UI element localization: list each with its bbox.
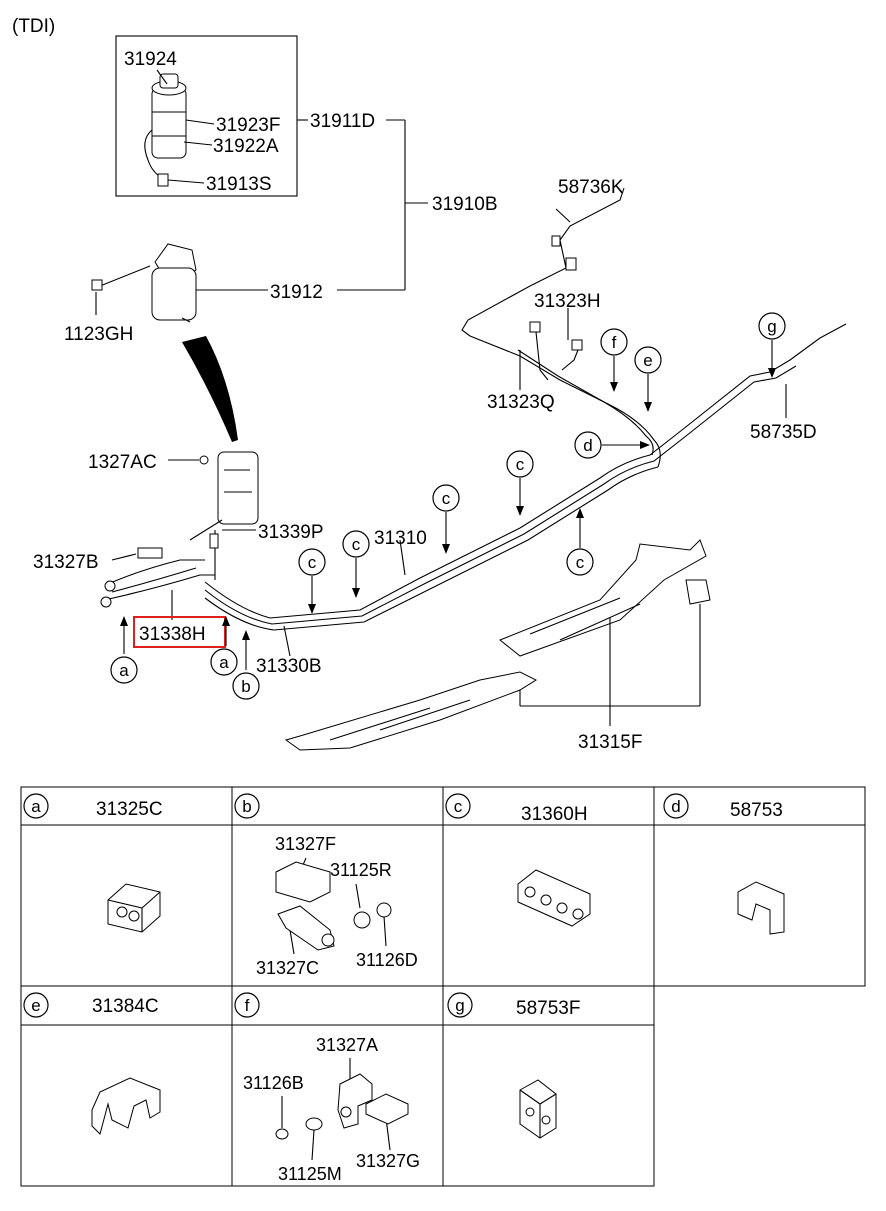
legend-part-g: 58753F — [516, 998, 580, 1019]
underbody-shield-illustration — [284, 539, 711, 751]
legend-f-31126B: 31126B — [243, 1073, 304, 1093]
legend-b-31125R: 31125R — [330, 860, 392, 880]
callout-31338H: 31338H — [139, 624, 206, 645]
marker-c-2: c — [342, 530, 370, 598]
marker-c-5: c — [566, 508, 594, 576]
legend-b-31327F: 31327F — [275, 834, 336, 854]
callout-31922A: 31922A — [213, 136, 279, 157]
marker-g: g — [758, 312, 786, 378]
legend-part-e: 31384C — [92, 996, 159, 1017]
clip-set-b-illustration — [275, 861, 392, 951]
svg-text:f: f — [612, 333, 617, 352]
callout-31913S: 31913S — [206, 174, 272, 195]
svg-text:b: b — [242, 797, 251, 816]
clip-set-f-illustration — [275, 1073, 409, 1140]
svg-text:a: a — [119, 661, 129, 680]
legend-cell-d: d 58753 — [663, 793, 785, 935]
callout-31339P: 31339P — [258, 522, 324, 543]
marker-c-4: c — [506, 450, 534, 516]
legend-cell-c: c 31360H — [445, 793, 591, 927]
legend-part-d: 58753 — [730, 800, 783, 821]
highlight-box-31338H — [133, 616, 226, 648]
clip-31384C-illustration — [91, 1077, 161, 1135]
clip-58753F-illustration — [519, 1079, 557, 1139]
fuel-filter-detail-box: 31924 31923F 31922A 31913S — [115, 35, 298, 197]
svg-text:c: c — [576, 553, 585, 572]
svg-text:b: b — [241, 677, 250, 696]
callout-31330B: 31330B — [256, 656, 322, 677]
svg-text:g: g — [455, 996, 464, 1015]
legend-cell-g: g 58753F — [447, 992, 580, 1139]
legend-part-c: 31360H — [521, 804, 588, 825]
callout-31323Q: 31323Q — [487, 392, 555, 413]
fuel-filter-illustration — [144, 73, 187, 187]
legend-cell-b: b 31327F 31125R 31327C 31126D — [234, 793, 418, 978]
clip-31325C-illustration — [107, 883, 161, 933]
legend-cell-e: e 31384C — [23, 992, 161, 1135]
svg-text:d: d — [583, 436, 592, 455]
callout-31911D: 31911D — [310, 111, 375, 132]
legend-b-31126D: 31126D — [356, 950, 418, 970]
svg-text:c: c — [442, 489, 451, 508]
variant-label: (TDI) — [12, 16, 55, 37]
marker-c-1: c — [298, 548, 326, 614]
svg-text:g: g — [767, 317, 776, 336]
svg-text:c: c — [516, 455, 525, 474]
marker-e: e — [634, 346, 662, 412]
legend-f-31327G: 31327G — [356, 1151, 420, 1171]
callout-1123GH: 1123GH — [64, 324, 133, 345]
legend-b-31327C: 31327C — [256, 958, 319, 978]
legend-cell-a: a 31325C — [23, 793, 163, 933]
callout-31924: 31924 — [124, 49, 177, 70]
callout-31910B: 31910B — [432, 194, 498, 215]
svg-text:e: e — [643, 351, 652, 370]
svg-text:f: f — [245, 996, 250, 1015]
assembly-bracket — [297, 119, 428, 291]
clip-58753-illustration — [737, 881, 785, 935]
clip-31360H-illustration — [517, 869, 591, 927]
legend-table — [20, 786, 866, 1187]
svg-text:a: a — [31, 797, 41, 816]
svg-text:c: c — [308, 553, 317, 572]
callout-31912: 31912 — [270, 282, 323, 303]
svg-text:a: a — [219, 653, 229, 672]
callout-1327AC: 1327AC — [88, 452, 157, 473]
main-fuel-lines — [204, 187, 847, 631]
filter-bracket-illustration — [91, 243, 268, 323]
legend-cell-f: f 31327A 31126B 31125M 31327G — [234, 992, 420, 1184]
location-arrow — [182, 336, 238, 442]
marker-b: b — [232, 630, 260, 700]
callout-31923F: 31923F — [216, 115, 280, 136]
marker-f: f — [600, 328, 628, 392]
legend-f-31327A: 31327A — [316, 1035, 378, 1055]
legend-f-31125M: 31125M — [278, 1164, 342, 1184]
callout-58735D: 58735D — [750, 422, 817, 443]
callout-31323H: 31323H — [534, 291, 601, 312]
callout-31327B: 31327B — [33, 552, 99, 573]
svg-text:e: e — [31, 996, 40, 1015]
callout-31310: 31310 — [374, 528, 427, 549]
marker-d: d — [574, 431, 650, 459]
callout-58736K: 58736K — [558, 177, 624, 198]
legend-part-a: 31325C — [96, 799, 163, 820]
callout-31315F: 31315F — [578, 732, 642, 753]
marker-a-1: a — [110, 616, 138, 684]
marker-a-2: a — [210, 616, 238, 676]
marker-c-3: c — [432, 484, 460, 554]
svg-text:c: c — [454, 797, 463, 816]
engine-side-illustration — [100, 451, 259, 608]
svg-text:d: d — [671, 797, 680, 816]
svg-text:c: c — [352, 535, 361, 554]
